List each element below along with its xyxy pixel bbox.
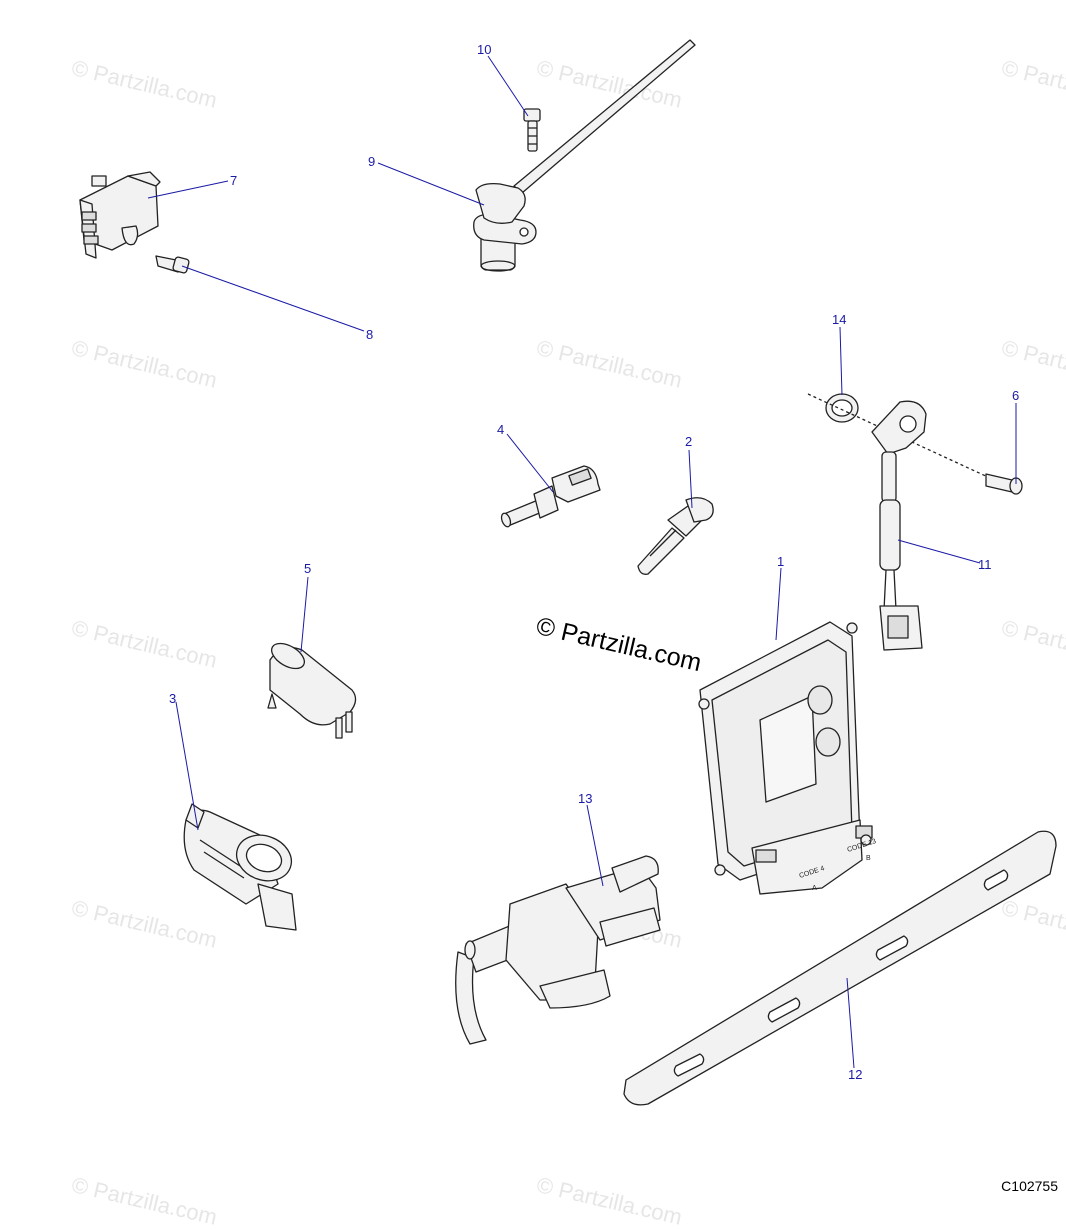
part-14-o-ring	[825, 393, 859, 423]
callout-5: 5	[304, 561, 312, 576]
part-1-ecu	[698, 621, 873, 895]
callout-4: 4	[497, 422, 505, 437]
callout-10: 10	[477, 42, 492, 57]
callout-7: 7	[230, 173, 238, 188]
part-6-screw	[985, 473, 1023, 495]
part-2-sensor	[637, 497, 714, 575]
part-7-map-sensor	[79, 171, 161, 259]
parts-drawing: CODE 4 A CODE 13 B	[79, 39, 1057, 1106]
part-5-relay	[267, 642, 357, 739]
ecu-code-a-letter: A	[812, 885, 817, 892]
callout-11: 11	[978, 557, 992, 572]
part-11-position-sensor	[871, 400, 927, 651]
part-4-temp-sensor	[500, 465, 601, 528]
callout-13: 13	[578, 791, 593, 806]
callout-14: 14	[832, 312, 847, 327]
callout-9: 9	[368, 154, 376, 169]
leader-lines	[147, 55, 1017, 1069]
part-10-bolt	[523, 108, 541, 152]
callout-12: 12	[848, 1067, 863, 1082]
part-13-purge-valve	[455, 855, 661, 1045]
parts-diagram: © Partzilla.com © Partzilla.com © Partzi…	[69, 39, 1066, 1230]
callout-6: 6	[1012, 388, 1020, 403]
callout-3: 3	[169, 691, 177, 706]
callout-1: 1	[777, 554, 785, 569]
diagram-code: C102755	[1001, 1178, 1058, 1194]
part-9-speed-sensor	[473, 39, 696, 272]
callout-8: 8	[366, 327, 374, 342]
part-3-switch	[183, 803, 297, 931]
part-12-bracket	[623, 830, 1057, 1106]
callout-2: 2	[685, 434, 693, 449]
part-8-bolt	[155, 255, 190, 274]
ecu-code-b-letter: B	[866, 855, 871, 862]
